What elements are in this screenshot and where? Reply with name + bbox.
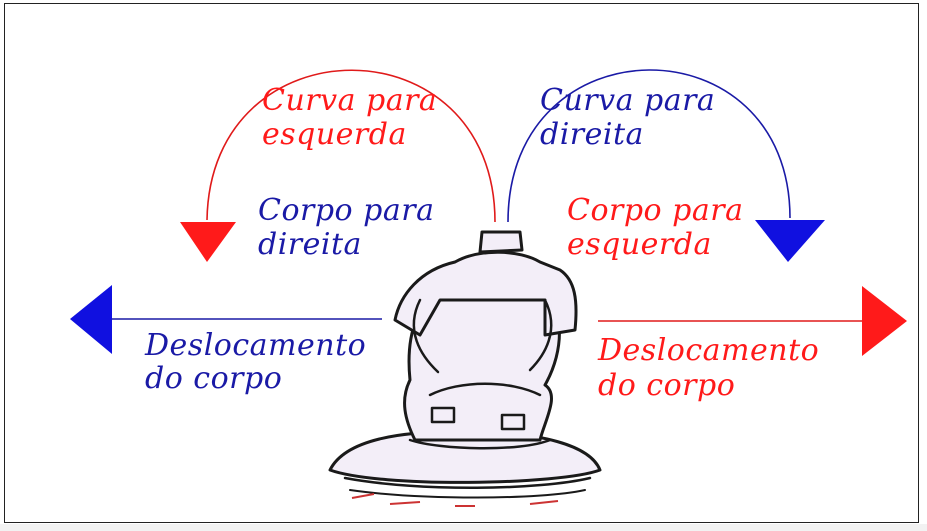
- svg-text:do corpo: do corpo: [145, 361, 282, 396]
- svg-text:direita: direita: [540, 117, 644, 152]
- svg-text:direita: direita: [258, 227, 362, 262]
- svg-text:do corpo: do corpo: [598, 368, 735, 403]
- bottom-strip: [0, 524, 927, 531]
- curve-left-arc: [206, 69, 496, 223]
- curve-right-arrowhead: [755, 220, 825, 262]
- svg-text:Deslocamento: Deslocamento: [597, 333, 819, 368]
- svg-text:esquerda: esquerda: [262, 117, 407, 152]
- svg-text:Deslocamento: Deslocamento: [144, 328, 366, 363]
- shift-left-arrowhead: [70, 285, 112, 354]
- person-on-board-icon: [328, 230, 602, 499]
- svg-text:esquerda: esquerda: [567, 227, 712, 262]
- label-body-left: Corpo para esquerda: [567, 193, 743, 262]
- label-shift-left: Deslocamento do corpo: [144, 328, 366, 396]
- shift-right-arrowhead: [862, 286, 907, 356]
- svg-text:Curva para: Curva para: [540, 83, 715, 118]
- ground-marks: [351, 493, 559, 507]
- label-shift-right: Deslocamento do corpo: [597, 333, 819, 403]
- svg-text:Corpo para: Corpo para: [258, 193, 434, 228]
- label-curve-left: Curva para esquerda: [262, 83, 437, 152]
- curve-right-arc: [507, 69, 791, 223]
- label-curve-right: Curva para direita: [540, 83, 715, 152]
- curve-left-arrowhead: [180, 222, 236, 262]
- svg-text:Curva para: Curva para: [262, 83, 437, 118]
- svg-text:Corpo para: Corpo para: [567, 193, 743, 228]
- label-body-right: Corpo para direita: [258, 193, 434, 262]
